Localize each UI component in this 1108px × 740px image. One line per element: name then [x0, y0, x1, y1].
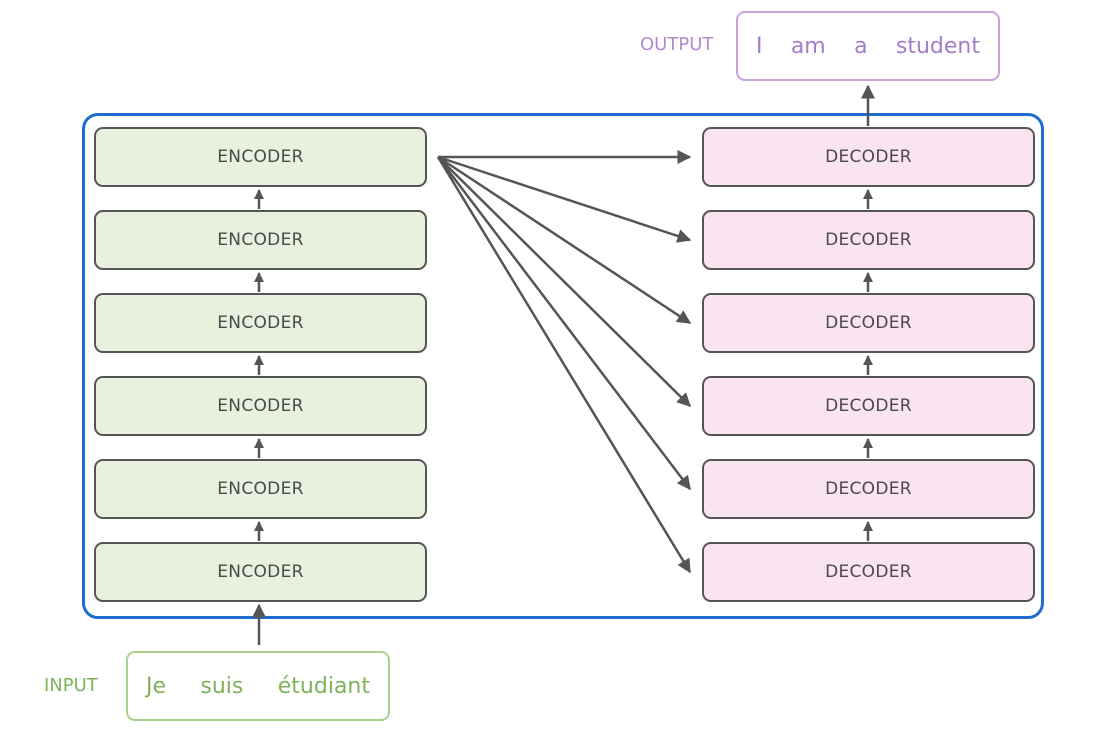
decoder-block: DECODER — [702, 127, 1035, 187]
input-label: INPUT — [44, 675, 98, 696]
input-sentence: Je suis étudiant — [126, 651, 390, 721]
output-word: student — [895, 33, 980, 59]
input-word: étudiant — [277, 673, 370, 699]
encoder-block: ENCODER — [94, 542, 427, 602]
decoder-block: DECODER — [702, 459, 1035, 519]
fanout-arrow — [437, 156, 691, 491]
decoder-block: DECODER — [702, 293, 1035, 353]
fanout-arrow — [437, 155, 692, 243]
encoder-block: ENCODER — [94, 459, 427, 519]
encoder-block: ENCODER — [94, 293, 427, 353]
transformer-frame — [82, 113, 1044, 619]
encoder-block: ENCODER — [94, 210, 427, 270]
fanout-arrow — [436, 156, 692, 574]
fanout-arrow — [437, 155, 692, 325]
encoder-block: ENCODER — [94, 376, 427, 436]
output-label: OUTPUT — [640, 34, 714, 55]
encoder-block: ENCODER — [94, 127, 427, 187]
fanout-arrow — [437, 156, 691, 407]
output-word: am — [790, 33, 826, 59]
decoder-block: DECODER — [702, 210, 1035, 270]
output-word: a — [854, 33, 868, 59]
output-sentence: I am a student — [736, 11, 1000, 81]
decoder-block: DECODER — [702, 376, 1035, 436]
input-word: suis — [200, 673, 244, 699]
decoder-block: DECODER — [702, 542, 1035, 602]
input-word: Je — [146, 673, 167, 699]
output-word: I — [756, 33, 763, 59]
